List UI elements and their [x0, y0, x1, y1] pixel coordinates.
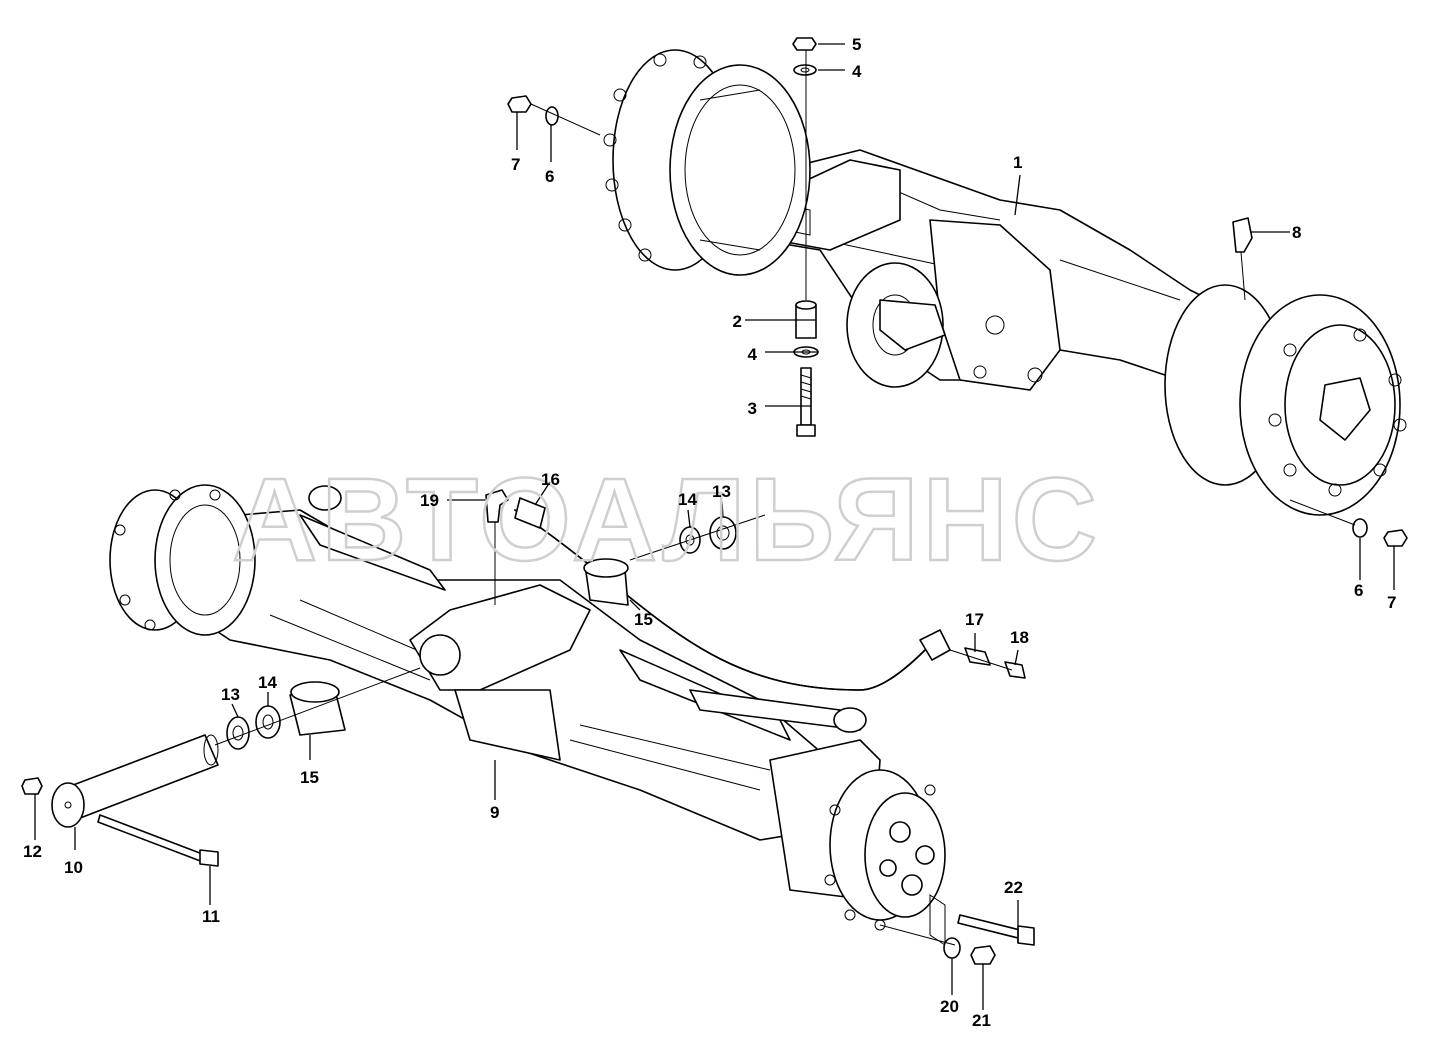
callout-1: 1	[1013, 153, 1022, 172]
callout-15-lower: 15	[300, 768, 319, 787]
callout-6-left: 6	[545, 167, 554, 186]
callout-2: 2	[733, 312, 742, 331]
hydraulic-hose	[514, 497, 951, 691]
rear-axle-assembly	[603, 49, 1407, 516]
callout-17: 17	[965, 610, 984, 629]
callout-13-lower: 13	[221, 685, 240, 704]
callout-15-upper: 15	[634, 610, 653, 629]
callout-14-upper: 14	[678, 490, 697, 509]
watermark-text: АВТОАЛЬЯНС	[232, 454, 1101, 586]
callout-12: 12	[23, 842, 42, 861]
callout-4-upper: 4	[852, 62, 862, 81]
callout-5: 5	[852, 35, 861, 54]
callout-labels: 1 2 3 4 5 4 6 7 8 6 7 9 10 11 12 13 14 1…	[23, 35, 1396, 1030]
callout-19: 19	[420, 491, 439, 510]
front-axle-fasteners	[21, 489, 1035, 965]
rear-axle-fasteners	[507, 37, 1408, 547]
callout-22: 22	[1004, 878, 1023, 897]
callout-21: 21	[972, 1011, 991, 1030]
callout-7-right: 7	[1387, 593, 1396, 612]
callout-9: 9	[490, 803, 499, 822]
callout-16: 16	[541, 470, 560, 489]
callout-18: 18	[1010, 628, 1029, 647]
callout-3: 3	[748, 399, 757, 418]
callout-8: 8	[1292, 223, 1301, 242]
callout-leaders	[34, 43, 1395, 1010]
callout-20: 20	[940, 997, 959, 1016]
callout-7-left: 7	[511, 155, 520, 174]
callout-10: 10	[64, 858, 83, 877]
callout-6-right: 6	[1354, 581, 1363, 600]
callout-14-lower: 14	[258, 673, 277, 692]
callout-4-lower: 4	[748, 345, 758, 364]
callout-13-upper: 13	[712, 482, 731, 501]
front-axle-assembly	[109, 484, 946, 946]
callout-11: 11	[202, 907, 220, 926]
